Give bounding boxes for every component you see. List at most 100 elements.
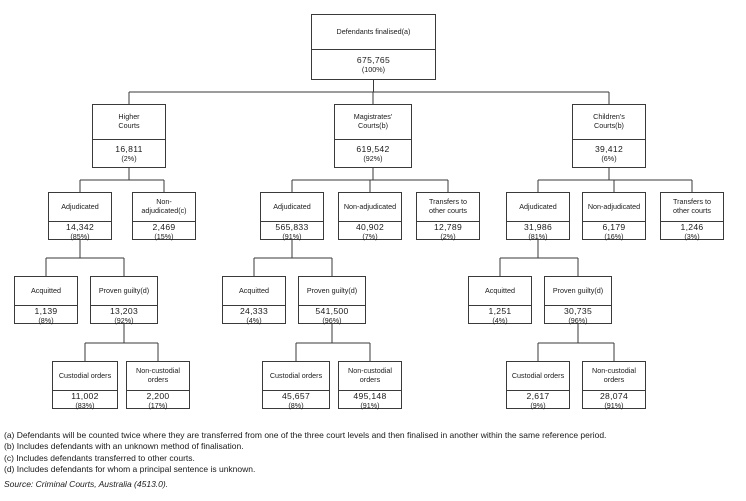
- node-value: 12,789: [433, 222, 463, 232]
- node-label: Children's Courts(b): [573, 105, 645, 140]
- node-label: Acquitted: [15, 277, 77, 306]
- node-label: Non-custodial orders: [127, 362, 189, 391]
- node-value: 30,735: [563, 306, 593, 316]
- node-label: Custodial orders: [263, 362, 329, 391]
- node-percent: (96%): [568, 316, 588, 325]
- node-hc-non: Non-adjudicated(c)2,469(15%): [132, 192, 196, 241]
- node-percent: (2%): [440, 232, 456, 241]
- node-value: 565,833: [275, 222, 309, 232]
- node-percent: (92%): [114, 316, 134, 325]
- node-label: Transfers to other courts: [661, 193, 723, 222]
- node-label: Acquitted: [469, 277, 531, 306]
- node-label: Non-custodial orders: [339, 362, 401, 391]
- footnote-d: (d) Includes defendants for whom a princ…: [4, 464, 256, 475]
- footnote-a: (a) Defendants will be counted twice whe…: [4, 430, 607, 440]
- node-label: Adjudicated: [49, 193, 111, 222]
- node-label: Proven guilty(d): [545, 277, 611, 306]
- node-value: 541,500: [315, 306, 349, 316]
- node-value: 40,902: [355, 222, 385, 232]
- node-label: Higher Courts: [93, 105, 165, 140]
- footnote-b: (b) Includes defendants with an unknown …: [4, 441, 244, 452]
- node-value: 39,412: [594, 144, 624, 154]
- node-percent: (2%): [121, 154, 137, 163]
- node-percent: (91%): [360, 401, 380, 410]
- node-label: Non-adjudicated: [583, 193, 645, 222]
- node-label: Custodial orders: [53, 362, 117, 391]
- node-value: 28,074: [599, 391, 629, 401]
- node-value: 24,333: [239, 306, 269, 316]
- node-percent: (17%): [148, 401, 168, 410]
- node-percent: (16%): [604, 232, 624, 241]
- node-label: Proven guilty(d): [299, 277, 365, 306]
- node-label: Defendants finalised(a): [312, 15, 435, 50]
- node-label: Adjudicated: [507, 193, 569, 222]
- node-value: 2,200: [146, 391, 170, 401]
- node-label: Non-adjudicated(c): [133, 193, 195, 222]
- node-value: 6,179: [602, 222, 626, 232]
- node-percent: (4%): [492, 316, 508, 325]
- node-cc: Children's Courts(b) 39,412(6%): [572, 104, 646, 168]
- node-label: Custodial orders: [507, 362, 569, 391]
- node-value: 1,139: [34, 306, 58, 316]
- node-value: 14,342: [65, 222, 95, 232]
- node-label: Non-custodial orders: [583, 362, 645, 391]
- node-label: Proven guilty(d): [91, 277, 157, 306]
- node-mc: Magistrates' Courts(b) 619,542(92%): [334, 104, 412, 168]
- footnotes: (a) Defendants will be counted twice whe…: [4, 430, 742, 490]
- node-value: 619,542: [356, 144, 390, 154]
- node-value: 31,986: [523, 222, 553, 232]
- node-value: 16,811: [115, 144, 143, 154]
- node-percent: (9%): [530, 401, 546, 410]
- node-value: 1,251: [488, 306, 512, 316]
- footnote-c: (c) Includes defendants transferred to o…: [4, 452, 195, 463]
- node-label: Adjudicated: [261, 193, 323, 222]
- node-value: 1,246: [680, 222, 704, 232]
- source-note: Source: Criminal Courts, Australia (4513…: [4, 478, 169, 489]
- node-percent: (96%): [322, 316, 342, 325]
- node-percent: (85%): [70, 232, 90, 241]
- node-percent: (4%): [246, 316, 262, 325]
- node-percent: (7%): [362, 232, 378, 241]
- node-percent: (92%): [363, 154, 383, 163]
- node-percent: (3%): [684, 232, 700, 241]
- node-hc: Higher Courts 16,811(2%): [92, 104, 166, 168]
- node-percent: (6%): [601, 154, 617, 163]
- node-label: Magistrates' Courts(b): [335, 105, 411, 140]
- node-percent: (81%): [528, 232, 548, 241]
- node-percent: (8%): [288, 401, 304, 410]
- node-percent: (100%): [361, 65, 386, 74]
- node-value: 13,203: [109, 306, 139, 316]
- node-cc-pg: Proven guilty(d)30,735(96%): [544, 276, 612, 325]
- node-mc-pg: Proven guilty(d)541,500(96%): [298, 276, 366, 325]
- node-value: 2,617: [526, 391, 550, 401]
- node-label: Transfers to other courts: [417, 193, 479, 222]
- node-hc-pg: Proven guilty(d)13,203(92%): [90, 276, 158, 325]
- node-percent: (91%): [604, 401, 624, 410]
- node-value: 45,657: [281, 391, 311, 401]
- node-label: Acquitted: [223, 277, 285, 306]
- node-percent: (8%): [38, 316, 54, 325]
- node-value: 11,002: [71, 391, 99, 401]
- node-percent: (91%): [282, 232, 302, 241]
- node-root: Defendants finalised(a) 675,765(100%): [311, 14, 436, 80]
- node-value: 675,765: [356, 55, 391, 65]
- node-label: Non-adjudicated: [339, 193, 401, 222]
- node-percent: (15%): [154, 232, 174, 241]
